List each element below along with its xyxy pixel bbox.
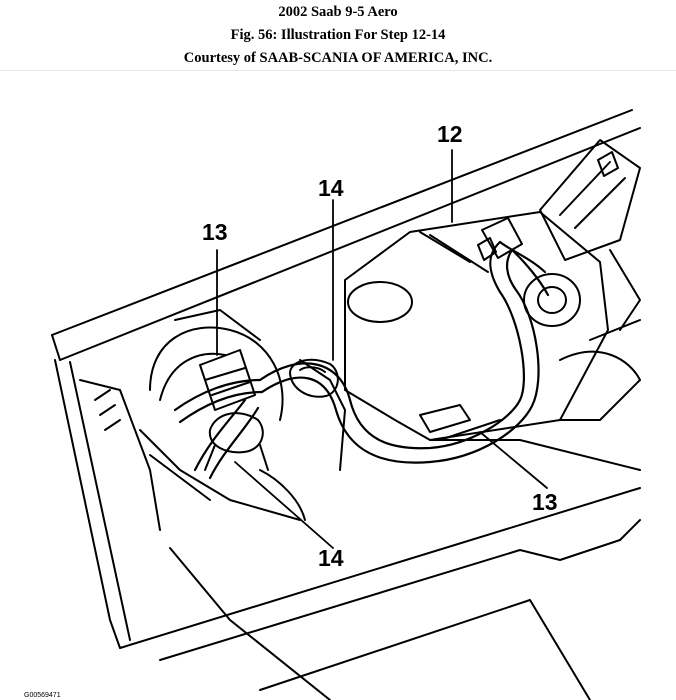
lower-body-panel [119,487,641,700]
connector-13-right [419,404,501,441]
connector-13-left [199,349,256,411]
intake-opening [523,273,581,327]
throttle-body-area [79,309,346,531]
hose-clamp-14-upper [289,358,339,398]
connector-12 [477,217,523,261]
air-cleaner-housing [344,211,641,471]
hood-panel [51,109,641,649]
callout-14-top: 14 [318,175,344,201]
document-title: 2002 Saab 9-5 Aero [278,4,398,20]
callout-13-left: 13 [202,219,228,245]
callout-12: 12 [437,121,463,147]
callout-13-right: 13 [532,489,558,515]
callout-14-bottom: 14 [318,545,344,571]
hose-clamp-14-lower [204,412,269,471]
figure-header: 2002 Saab 9-5 Aero Fig. 56: Illustration… [0,0,676,71]
figure-caption: Fig. 56: Illustration For Step 12-14 [230,27,446,43]
right-bracket [539,139,641,381]
engine-bay-illustration: 12 14 13 13 14 G00569471 [24,109,641,700]
leader-lines [216,149,548,549]
image-code: G00569471 [24,692,61,699]
courtesy-line: Courtesy of SAAB-SCANIA OF AMERICA, INC. [183,50,493,66]
wiring-harness [173,240,550,480]
